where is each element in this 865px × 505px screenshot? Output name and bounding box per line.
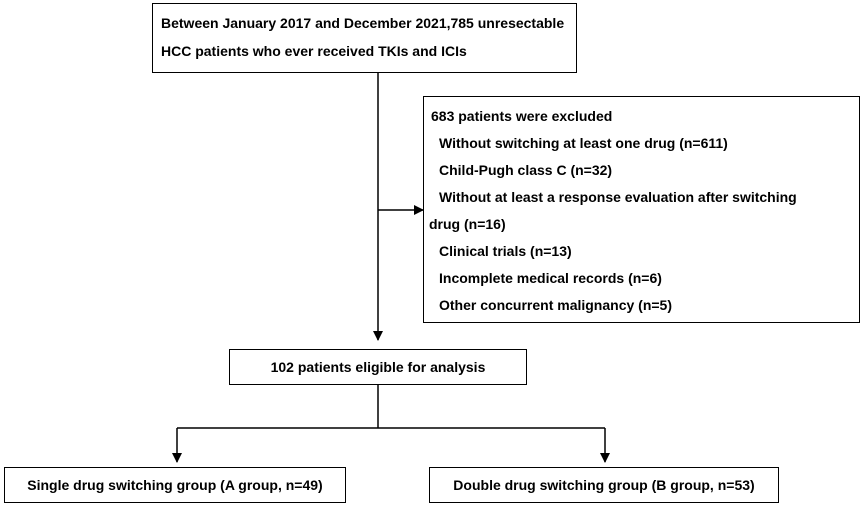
exclusion-box: 683 patients were excluded Without switc… <box>423 96 860 323</box>
exclusion-item: Other concurrent malignancy (n=5) <box>439 297 672 313</box>
exclusion-item: Without at least a response evaluation a… <box>439 189 797 205</box>
group-a-box: Single drug switching group (A group, n=… <box>4 467 346 503</box>
exclusion-item: Child-Pugh class C (n=32) <box>439 162 613 178</box>
group-b-box: Double drug switching group (B group, n=… <box>429 467 779 503</box>
exclusion-item: Clinical trials (n=13) <box>439 243 572 259</box>
eligible-text: 102 patients eligible for analysis <box>270 359 486 375</box>
group-a-text: Single drug switching group (A group, n=… <box>27 477 323 493</box>
exclusion-item: Incomplete medical records (n=6) <box>439 270 662 286</box>
enrollment-box: Between January 2017 and December 2021,7… <box>152 3 577 73</box>
eligible-box: 102 patients eligible for analysis <box>229 349 527 385</box>
exclusion-item: Without switching at least one drug (n=6… <box>439 135 728 151</box>
enrollment-line-2: HCC patients who ever received TKIs and … <box>161 43 467 59</box>
exclusion-item-continued: drug (n=16) <box>429 216 506 232</box>
group-b-text: Double drug switching group (B group, n=… <box>453 477 755 493</box>
exclusion-heading: 683 patients were excluded <box>431 108 613 124</box>
enrollment-line-1: Between January 2017 and December 2021,7… <box>161 15 565 31</box>
